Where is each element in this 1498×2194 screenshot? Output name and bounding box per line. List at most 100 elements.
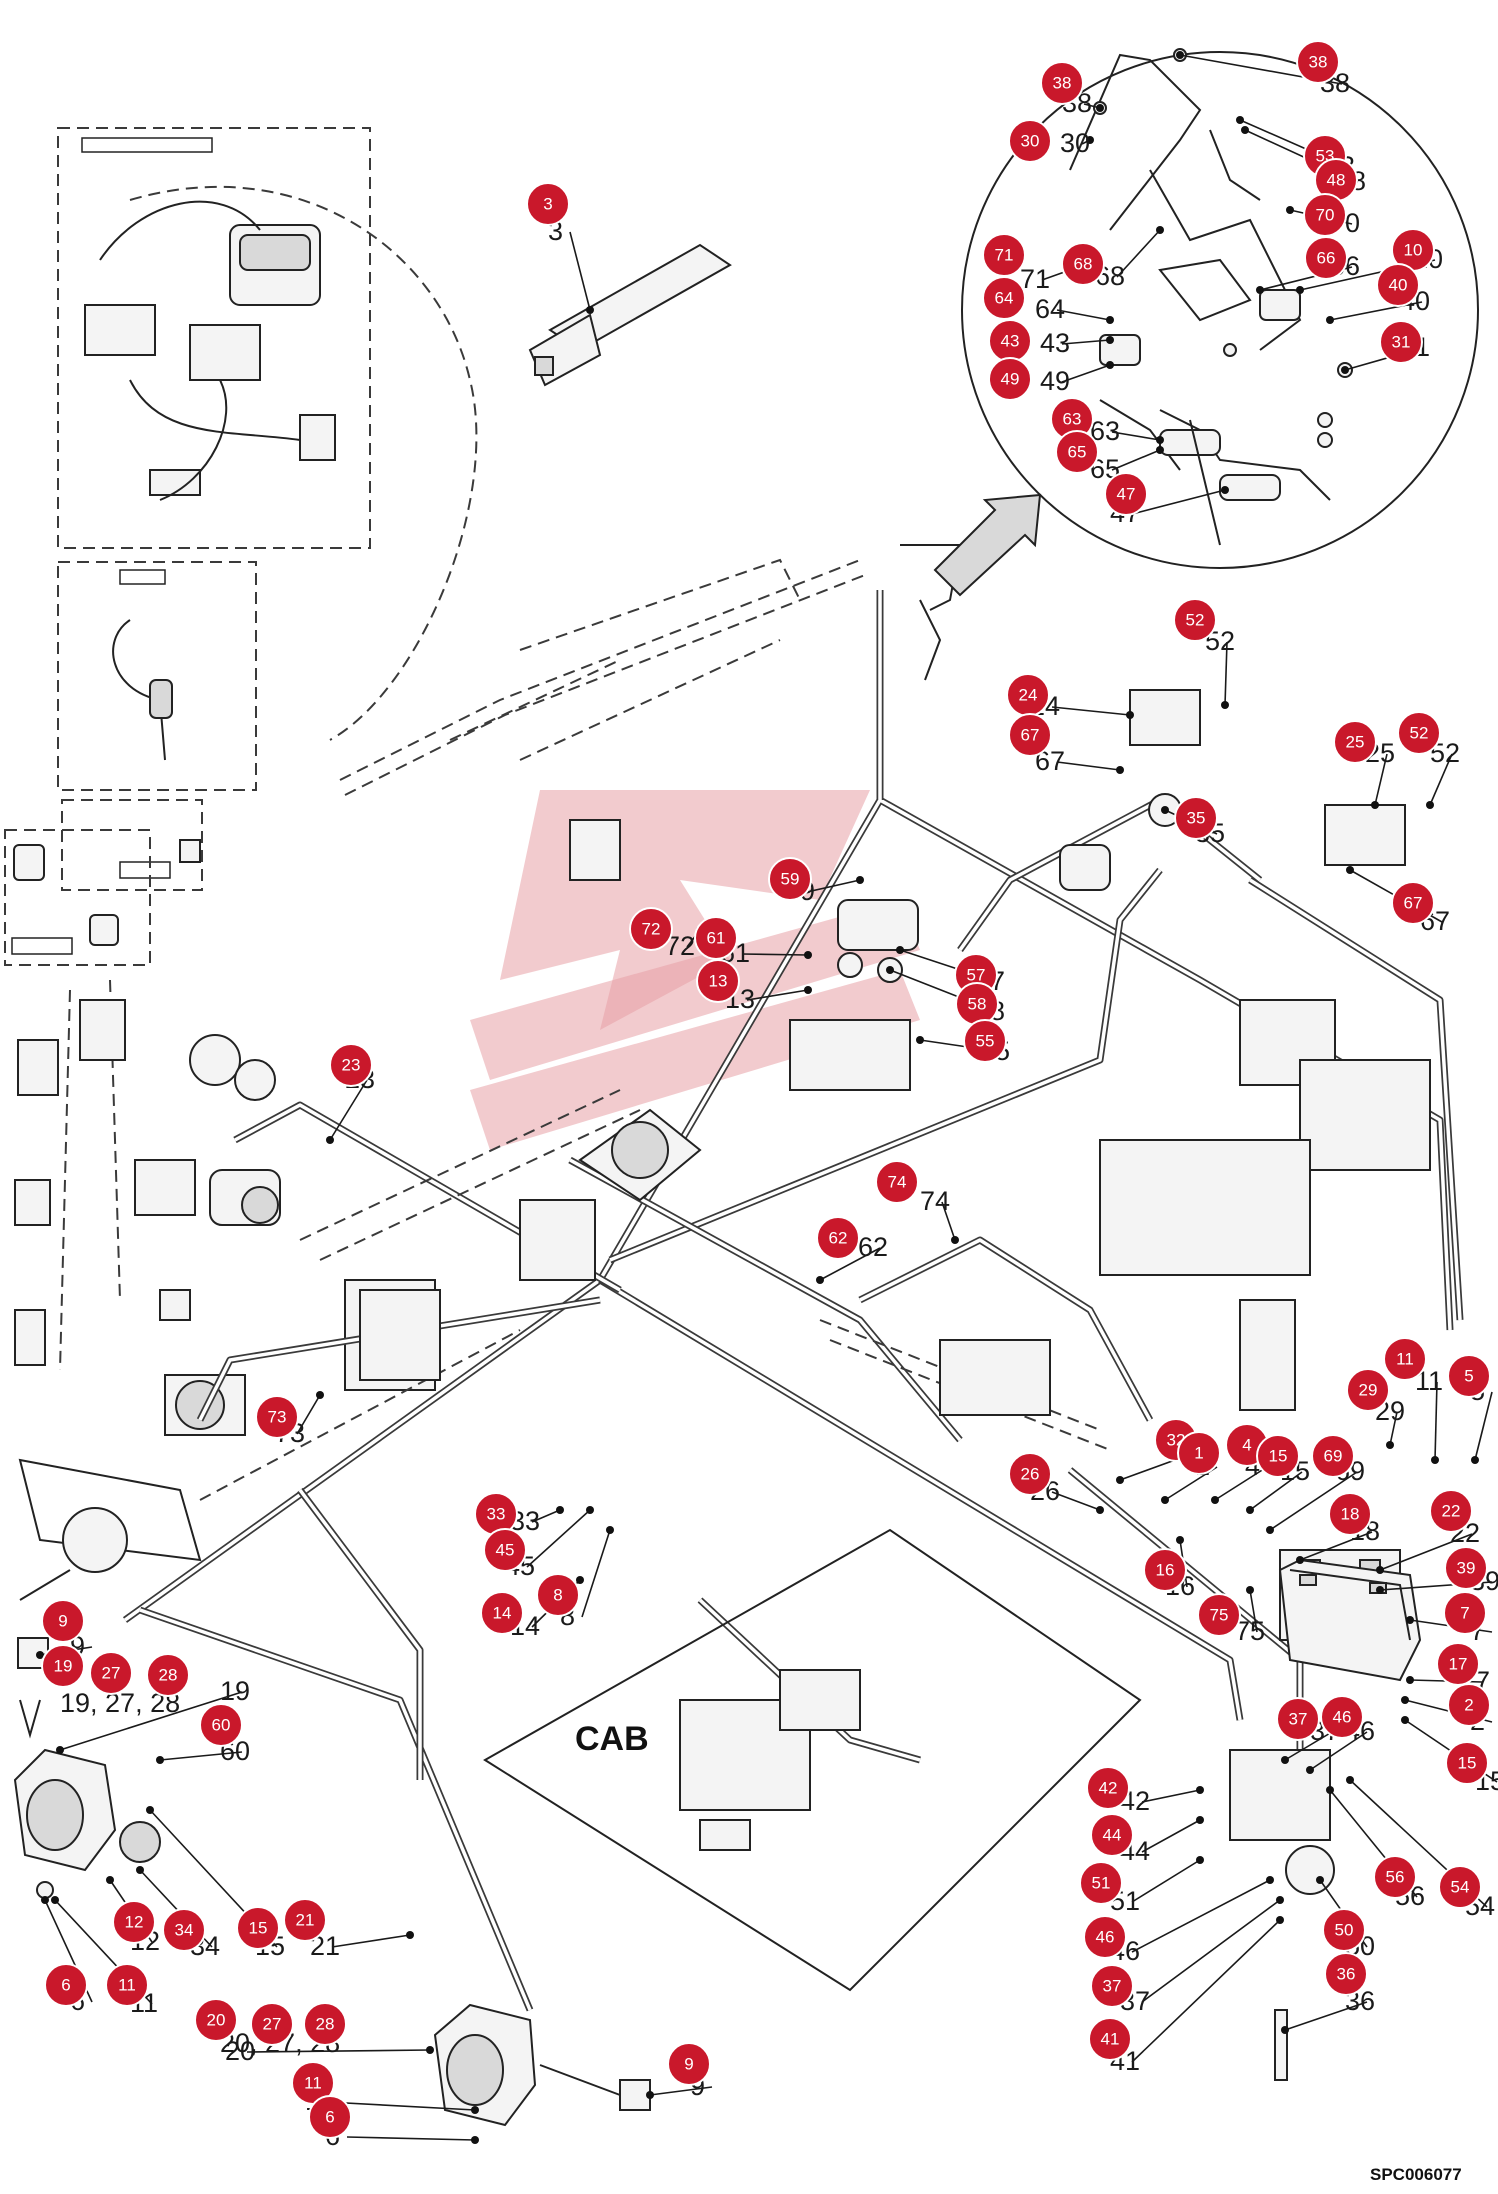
leader-endpoint bbox=[1401, 1716, 1409, 1724]
callout-circle bbox=[1173, 598, 1217, 642]
leader-line bbox=[819, 1247, 881, 1281]
callout-number: 68 bbox=[1074, 255, 1093, 274]
callout-number: 70 bbox=[1316, 206, 1335, 225]
option-area-lower bbox=[4, 561, 257, 966]
callout-number: 52 bbox=[1186, 611, 1205, 630]
leader-line bbox=[159, 1751, 243, 1761]
callout-6: 6 bbox=[308, 2095, 352, 2139]
callout-number: 42 bbox=[1099, 1779, 1118, 1798]
callout-circle bbox=[1438, 1865, 1482, 1909]
callout-circle bbox=[1008, 1452, 1052, 1496]
leader-line bbox=[346, 2136, 476, 2141]
callout-1: 1 bbox=[1177, 1431, 1221, 1475]
callout-number: 55 bbox=[976, 1032, 995, 1051]
callout-circle bbox=[1008, 713, 1052, 757]
upper-dashed-harness bbox=[199, 558, 1111, 1501]
component-3-tube bbox=[528, 243, 732, 387]
callout-circle bbox=[1373, 1855, 1417, 1899]
callout-44: 44 bbox=[1090, 1813, 1134, 1857]
callout-number: 66 bbox=[1317, 249, 1336, 268]
leader-endpoint bbox=[36, 1651, 44, 1659]
leader-line bbox=[1379, 1533, 1473, 1571]
callout-circle bbox=[1040, 61, 1084, 105]
part-number-19: 19 bbox=[220, 1676, 250, 1706]
callout-number: 74 bbox=[888, 1173, 907, 1192]
part-number-49: 49 bbox=[1040, 366, 1070, 396]
leader-line bbox=[1061, 364, 1111, 383]
callout-36: 36 bbox=[1324, 1952, 1368, 1996]
leader-endpoint bbox=[156, 1756, 164, 1764]
leader-endpoint bbox=[1281, 1756, 1289, 1764]
callout-15: 15 bbox=[1256, 1434, 1300, 1478]
callout-number: 12 bbox=[125, 1913, 144, 1932]
callout-circle bbox=[1174, 796, 1218, 840]
callout-circle bbox=[1397, 711, 1441, 755]
callout-number: 52 bbox=[1410, 724, 1429, 743]
leader-line bbox=[1429, 753, 1453, 806]
callout-circle bbox=[1008, 119, 1052, 163]
leader-endpoint bbox=[1376, 1566, 1384, 1574]
callout-circle bbox=[1376, 263, 1420, 307]
leader-endpoint bbox=[1386, 1441, 1394, 1449]
leader-line bbox=[1056, 309, 1111, 321]
callout-number: 13 bbox=[709, 972, 728, 991]
leader-endpoint bbox=[856, 876, 864, 884]
leader-endpoint bbox=[471, 2136, 479, 2144]
callout-11: 11 bbox=[291, 2061, 335, 2105]
callout-circle bbox=[199, 1703, 243, 1747]
leader-line bbox=[1309, 1731, 1368, 1771]
leader-line bbox=[806, 879, 861, 893]
rear-lamp bbox=[119, 1821, 651, 2127]
leader-endpoint bbox=[41, 1896, 49, 1904]
callout-number: 9 bbox=[684, 2055, 693, 2074]
leader-line bbox=[1131, 1859, 1201, 1903]
callout-circle bbox=[308, 2095, 352, 2139]
callout-62: 62 bbox=[816, 1216, 860, 1260]
part-number-74: 74 bbox=[920, 1186, 950, 1216]
callout-27: 27 bbox=[250, 2002, 294, 2046]
part-number-43: 43 bbox=[1040, 328, 1070, 358]
callout-circle bbox=[526, 182, 570, 226]
callout-number: 41 bbox=[1101, 2030, 1120, 2049]
leader-endpoint bbox=[586, 1506, 594, 1514]
leader-endpoint bbox=[1161, 806, 1169, 814]
callout-circle bbox=[483, 1528, 527, 1572]
callout-9: 9 bbox=[667, 2042, 711, 2086]
callout-number: 57 bbox=[967, 966, 986, 985]
callout-52: 52 bbox=[1173, 598, 1217, 642]
leader-endpoint bbox=[1176, 51, 1184, 59]
callout-67: 67 bbox=[1008, 713, 1052, 757]
callout-43: 43 bbox=[988, 319, 1032, 363]
callout-number: 18 bbox=[1341, 1505, 1360, 1524]
leader-line bbox=[1131, 1919, 1281, 2063]
callout-circle bbox=[303, 2002, 347, 2046]
callout-circle bbox=[536, 1573, 580, 1617]
callout-10: 10 bbox=[1391, 228, 1435, 272]
callout-12: 12 bbox=[112, 1900, 156, 1944]
callout-circle bbox=[696, 959, 740, 1003]
callout-number: 15 bbox=[249, 1919, 268, 1938]
leader-endpoint bbox=[1316, 1876, 1324, 1884]
callout-2: 2 bbox=[1447, 1683, 1491, 1727]
callout-number: 67 bbox=[1404, 894, 1423, 913]
leader-line bbox=[1116, 229, 1161, 278]
leader-endpoint bbox=[406, 1931, 414, 1939]
callout-circle bbox=[1328, 1492, 1372, 1536]
callout-16: 16 bbox=[1143, 1548, 1187, 1592]
callout-circle bbox=[982, 276, 1026, 320]
callout-number: 17 bbox=[1449, 1655, 1468, 1674]
callout-35: 35 bbox=[1174, 796, 1218, 840]
leader-endpoint bbox=[896, 946, 904, 954]
leader-line bbox=[741, 953, 809, 956]
leader-endpoint bbox=[326, 1136, 334, 1144]
callout-circle bbox=[1320, 1695, 1364, 1739]
leader-line bbox=[1374, 753, 1388, 806]
callout-number: 11 bbox=[1396, 1350, 1414, 1369]
callout-71: 71 bbox=[982, 233, 1026, 277]
leader-line bbox=[1389, 1411, 1398, 1446]
callout-number: 60 bbox=[212, 1716, 231, 1735]
leader-endpoint bbox=[1431, 1456, 1439, 1464]
leader-endpoint bbox=[1106, 336, 1114, 344]
